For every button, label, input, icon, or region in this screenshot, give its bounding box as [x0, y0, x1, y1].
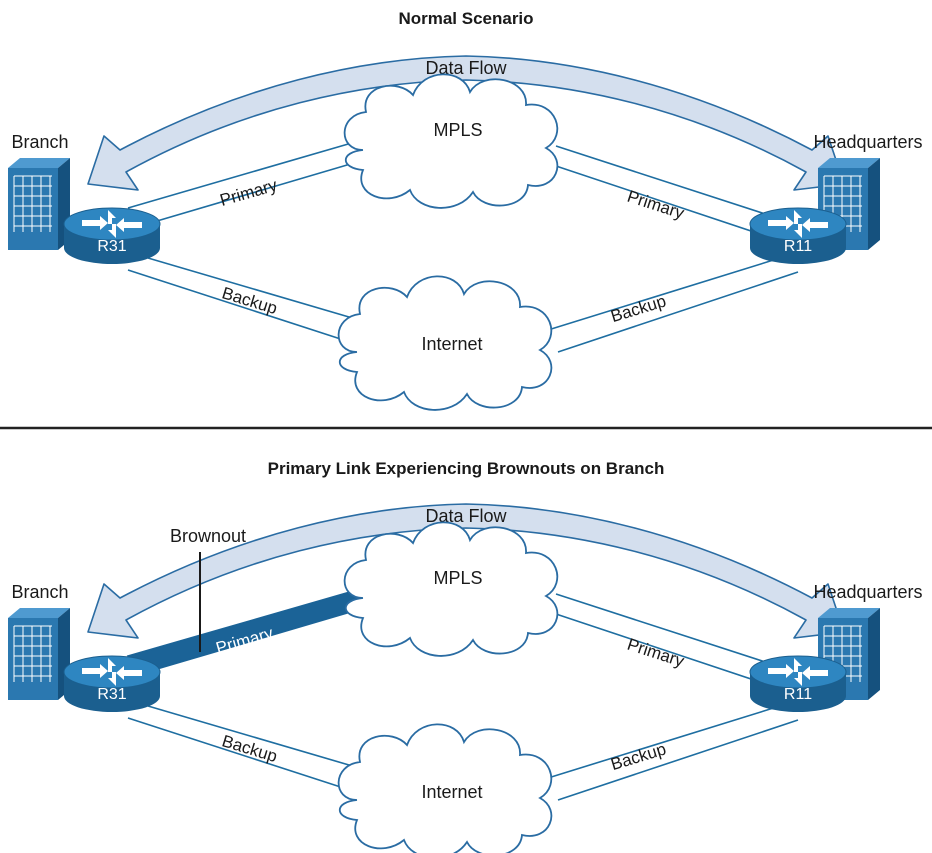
router-label: R11	[784, 686, 812, 703]
router-r31: R31	[63, 207, 161, 264]
router-r11: R11	[749, 207, 847, 264]
router-icon	[749, 207, 847, 264]
panel-title: Primary Link Experiencing Brownouts on B…	[268, 459, 665, 478]
data-flow-arrow: Data Flow	[87, 503, 845, 639]
link-label-right-backup: Backup	[609, 291, 669, 326]
brownout-label: Brownout	[170, 526, 246, 546]
data-flow-label: Data Flow	[425, 506, 507, 526]
link-left-primary	[127, 139, 365, 227]
panel-brownout-scenario: Primary Link Experiencing Brownouts on B…	[8, 459, 923, 853]
site-label-branch: Branch	[11, 132, 68, 152]
site-label-headquarters: Headquarters	[813, 132, 922, 152]
router-icon	[749, 655, 847, 712]
link-right-primary	[555, 145, 791, 241]
data-flow-label: Data Flow	[425, 58, 507, 78]
cloud-icon	[343, 73, 559, 209]
router-label: R31	[97, 238, 126, 255]
link-right-primary	[555, 593, 791, 689]
site-label-headquarters: Headquarters	[813, 582, 922, 602]
panel-normal-scenario: Normal Scenario Data Flow	[8, 9, 923, 411]
curved-arrow-icon	[87, 55, 845, 191]
cloud-internet: Internet	[337, 723, 553, 853]
cloud-internet: Internet	[337, 275, 553, 411]
cloud-label: MPLS	[433, 568, 482, 588]
link-left-backup	[127, 257, 367, 345]
router-r31: R31	[63, 655, 161, 712]
router-icon	[63, 207, 161, 264]
router-label: R31	[97, 686, 126, 703]
curved-arrow-icon	[87, 503, 845, 639]
cloud-mpls: MPLS	[343, 73, 559, 209]
links	[127, 139, 799, 353]
building-icon	[8, 608, 70, 700]
building-icon	[8, 158, 70, 250]
router-r11: R11	[749, 655, 847, 712]
router-label: R11	[784, 238, 812, 255]
cloud-label: Internet	[421, 782, 482, 802]
cloud-label: MPLS	[433, 120, 482, 140]
link-right-backup	[547, 705, 799, 801]
link-label-right-primary: Primary	[625, 187, 687, 223]
cloud-mpls: MPLS	[343, 521, 559, 657]
router-icon	[63, 655, 161, 712]
link-left-backup	[127, 705, 367, 793]
cloud-label: Internet	[421, 334, 482, 354]
cloud-icon	[343, 521, 559, 657]
panel-title: Normal Scenario	[398, 9, 533, 28]
link-label-left-primary: Primary	[218, 175, 280, 210]
site-label-branch: Branch	[11, 582, 68, 602]
link-label-right-backup: Backup	[609, 739, 669, 774]
link-label-right-primary: Primary	[625, 635, 687, 671]
link-right-backup	[547, 257, 799, 353]
data-flow-arrow: Data Flow	[87, 55, 845, 191]
